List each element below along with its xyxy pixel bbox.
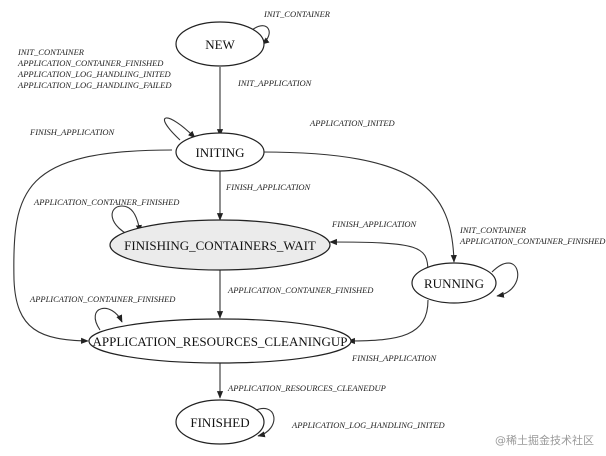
state-finished-label: FINISHED [190,415,249,430]
label-running-to-cleaningup: FINISH_APPLICATION [351,353,438,363]
state-new: NEW [175,21,265,67]
label-running-self-2: APPLICATION_CONTAINER_FINISHED [459,236,606,246]
label-cleaningup-self: APPLICATION_CONTAINER_FINISHED [29,294,176,304]
label-new-to-initing-loop-3: APPLICATION_LOG_HANDLING_INITED [17,69,172,79]
edge-finishing-self [111,205,142,239]
edge-running-to-finishing [329,238,429,273]
edge-initing-to-cleaningup [13,149,173,344]
watermark-text: @稀土掘金技术社区 [495,434,594,447]
label-running-self-1: INIT_CONTAINER [459,225,527,235]
state-initing: INITING [175,132,265,172]
label-new-to-initing: INIT_APPLICATION [237,78,313,88]
state-initing-label: INITING [195,145,244,160]
label-finished-self: APPLICATION_LOG_HANDLING_INITED [291,420,446,430]
edge-running-to-cleaningup [347,299,429,345]
label-running-to-finishing: FINISH_APPLICATION [331,219,418,229]
edge-finished-self [251,407,275,438]
state-new-label: NEW [205,37,235,52]
label-initing-to-finishing: FINISH_APPLICATION [225,182,312,192]
label-initing-to-running: APPLICATION_INITED [309,118,396,128]
edge-running-self [491,262,519,298]
label-new-to-initing-loop-1: INIT_CONTAINER [17,47,85,57]
state-running: RUNNING [411,262,497,304]
label-new-to-initing-loop-4: APPLICATION_LOG_HANDLING_FAILED [17,80,172,90]
state-running-label: RUNNING [424,276,484,291]
label-cleaningup-to-finished: APPLICATION_RESOURCES_CLEANEDUP [227,383,386,393]
state-finishing-containers-wait-label: FINISHING_CONTAINERS_WAIT [124,238,316,253]
label-finishing-self: APPLICATION_CONTAINER_FINISHED [33,197,180,207]
edge-initing-to-running [261,151,457,263]
edge-new-self [251,25,270,45]
state-finished: FINISHED [175,399,265,445]
edge-initing-self [163,117,196,141]
edge-cleaningup-self [94,307,123,331]
state-application-resources-cleaningup-label: APPLICATION_RESOURCES_CLEANINGUP [93,334,348,349]
label-new-to-initing-loop-2: APPLICATION_CONTAINER_FINISHED [17,58,164,68]
state-application-resources-cleaningup: APPLICATION_RESOURCES_CLEANINGUP [88,318,352,364]
label-new-self: INIT_CONTAINER [263,9,331,19]
label-finishing-to-cleaningup: APPLICATION_CONTAINER_FINISHED [227,285,374,295]
label-initing-self: FINISH_APPLICATION [29,127,116,137]
state-finishing-containers-wait: FINISHING_CONTAINERS_WAIT [109,219,331,271]
